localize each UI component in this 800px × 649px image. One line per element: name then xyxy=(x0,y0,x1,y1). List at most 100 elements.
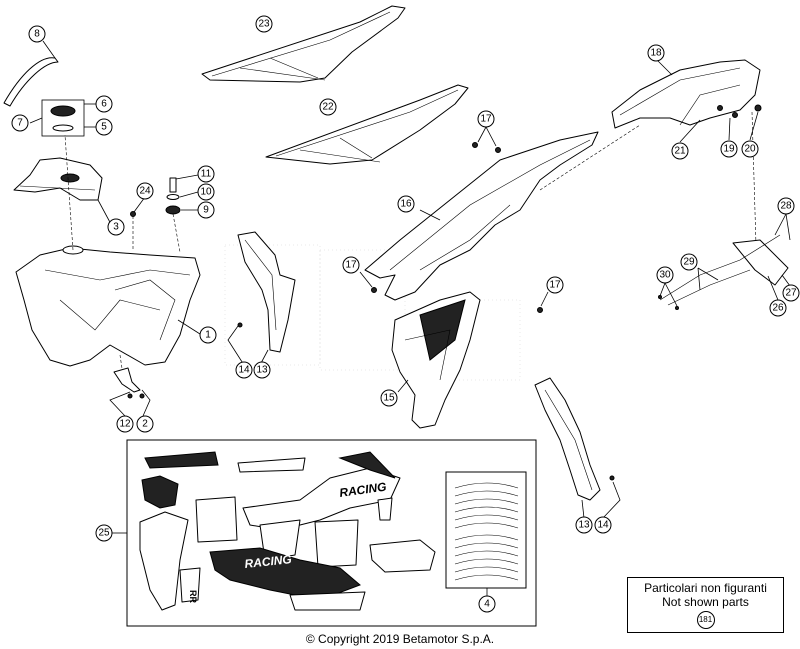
svg-text:24: 24 xyxy=(139,186,151,197)
callout-17-left[interactable]: 17 xyxy=(342,256,360,274)
callout-20[interactable]: 20 xyxy=(741,140,759,158)
seat-upper-part[interactable] xyxy=(201,5,406,83)
callout-3[interactable]: 3 xyxy=(107,218,125,236)
callout-10[interactable]: 10 xyxy=(197,183,215,201)
callout-4[interactable]: 4 xyxy=(478,595,496,613)
callout-26[interactable]: 26 xyxy=(769,299,787,317)
svg-text:16: 16 xyxy=(400,199,412,210)
rim-stickers-box[interactable] xyxy=(445,471,527,596)
decal-fork-shape xyxy=(139,511,189,611)
side-number-plate-part[interactable] xyxy=(391,291,481,429)
screw-24-part[interactable] xyxy=(130,196,146,250)
callout-5[interactable]: 5 xyxy=(95,118,113,136)
fuel-tap-part[interactable] xyxy=(109,354,151,417)
frame-fasteners-part[interactable] xyxy=(679,104,762,246)
not-shown-part-number[interactable]: 181 xyxy=(696,611,715,629)
decal-side-block xyxy=(195,496,238,543)
callout-11[interactable]: 11 xyxy=(197,165,215,183)
decal-brand-text-2: RACING xyxy=(244,552,293,571)
callout-13-left[interactable]: 13 xyxy=(253,361,271,379)
not-shown-parts-box: Particolari non figuranti Not shown part… xyxy=(627,577,784,633)
decal-strip-2 xyxy=(237,457,306,473)
svg-text:2: 2 xyxy=(142,419,148,430)
fuel-cap-assembly[interactable] xyxy=(29,99,96,137)
svg-text:14: 14 xyxy=(238,365,250,376)
callout-25[interactable]: 25 xyxy=(95,524,113,542)
callout-8[interactable]: 8 xyxy=(28,25,46,43)
svg-text:23: 23 xyxy=(258,19,270,30)
screws-17-part[interactable] xyxy=(359,126,549,313)
svg-text:10: 10 xyxy=(200,187,212,198)
svg-text:14: 14 xyxy=(597,520,609,531)
callout-14-right[interactable]: 14 xyxy=(594,516,612,534)
svg-text:18: 18 xyxy=(650,48,662,59)
callout-27[interactable]: 27 xyxy=(782,284,800,302)
decal-panel-left xyxy=(259,519,301,561)
svg-text:29: 29 xyxy=(683,257,695,268)
svg-text:21: 21 xyxy=(674,146,686,157)
not-shown-italian-label: Particolari non figuranti xyxy=(644,581,767,595)
callout-7[interactable]: 7 xyxy=(11,114,29,132)
svg-text:17: 17 xyxy=(549,280,561,291)
callout-30[interactable]: 30 xyxy=(656,266,674,284)
svg-text:8: 8 xyxy=(34,29,40,40)
decal-kit-box[interactable]: RACING RACING RR xyxy=(112,439,537,627)
callout-17-top[interactable]: 17 xyxy=(477,110,495,128)
license-bracket-part[interactable] xyxy=(658,213,791,310)
svg-text:25: 25 xyxy=(98,528,110,539)
svg-text:17: 17 xyxy=(480,114,492,125)
callout-15[interactable]: 15 xyxy=(380,389,398,407)
decal-stripes xyxy=(314,519,359,568)
decal-shroud-dark xyxy=(338,451,396,479)
decal-small-vertical xyxy=(179,567,201,603)
decal-rear xyxy=(369,539,436,573)
callout-13-right[interactable]: 13 xyxy=(575,516,593,534)
callout-23[interactable]: 23 xyxy=(255,15,273,33)
breather-hose-part[interactable] xyxy=(3,40,59,107)
callout-14-left[interactable]: 14 xyxy=(235,361,253,379)
svg-text:12: 12 xyxy=(119,419,131,430)
rear-fender-part[interactable] xyxy=(364,131,599,301)
copyright-footer: © Copyright 2019 Betamotor S.p.A. xyxy=(305,632,495,646)
callout-21[interactable]: 21 xyxy=(671,142,689,160)
svg-text:27: 27 xyxy=(785,288,797,299)
side-panel-right-part[interactable] xyxy=(534,377,621,519)
svg-text:6: 6 xyxy=(101,99,107,110)
svg-text:19: 19 xyxy=(723,144,735,155)
fastener-stack-part[interactable] xyxy=(165,174,199,253)
callouts: 1 2 3 4 5 6 7 8 9 10 11 12 13 13 14 14 1… xyxy=(11,15,800,613)
svg-text:4: 4 xyxy=(484,599,490,610)
callout-6[interactable]: 6 xyxy=(95,95,113,113)
callout-12[interactable]: 12 xyxy=(116,415,134,433)
callout-9[interactable]: 9 xyxy=(197,201,215,219)
svg-text:11: 11 xyxy=(201,169,212,180)
callout-24[interactable]: 24 xyxy=(136,182,154,200)
tank-cover-part[interactable] xyxy=(13,157,113,227)
svg-text:1: 1 xyxy=(205,330,211,341)
svg-text:30: 30 xyxy=(659,270,671,281)
callout-17-right[interactable]: 17 xyxy=(546,276,564,294)
svg-text:5: 5 xyxy=(101,122,107,133)
fuel-tank-part[interactable] xyxy=(15,134,201,367)
callout-18[interactable]: 18 xyxy=(647,44,665,62)
callout-2[interactable]: 2 xyxy=(136,415,154,433)
not-shown-english-label: Not shown parts xyxy=(662,595,749,609)
decal-small-tab xyxy=(377,497,393,521)
decal-strip-1 xyxy=(144,451,219,469)
callout-19[interactable]: 19 xyxy=(720,140,738,158)
callout-16[interactable]: 16 xyxy=(397,195,415,213)
rear-frame-part[interactable] xyxy=(611,59,761,129)
svg-text:15: 15 xyxy=(383,393,395,404)
callout-1[interactable]: 1 xyxy=(199,326,217,344)
seat-lower-part[interactable] xyxy=(265,84,469,165)
decal-brand-text-1: RACING xyxy=(338,480,387,500)
callout-29[interactable]: 29 xyxy=(680,253,698,271)
callout-28[interactable]: 28 xyxy=(777,197,795,215)
decal-bottom-strip xyxy=(289,591,366,611)
side-panel-left-part[interactable] xyxy=(227,231,296,366)
svg-text:20: 20 xyxy=(744,144,756,155)
callout-22[interactable]: 22 xyxy=(319,98,337,116)
svg-text:13: 13 xyxy=(256,365,268,376)
svg-text:13: 13 xyxy=(578,520,590,531)
